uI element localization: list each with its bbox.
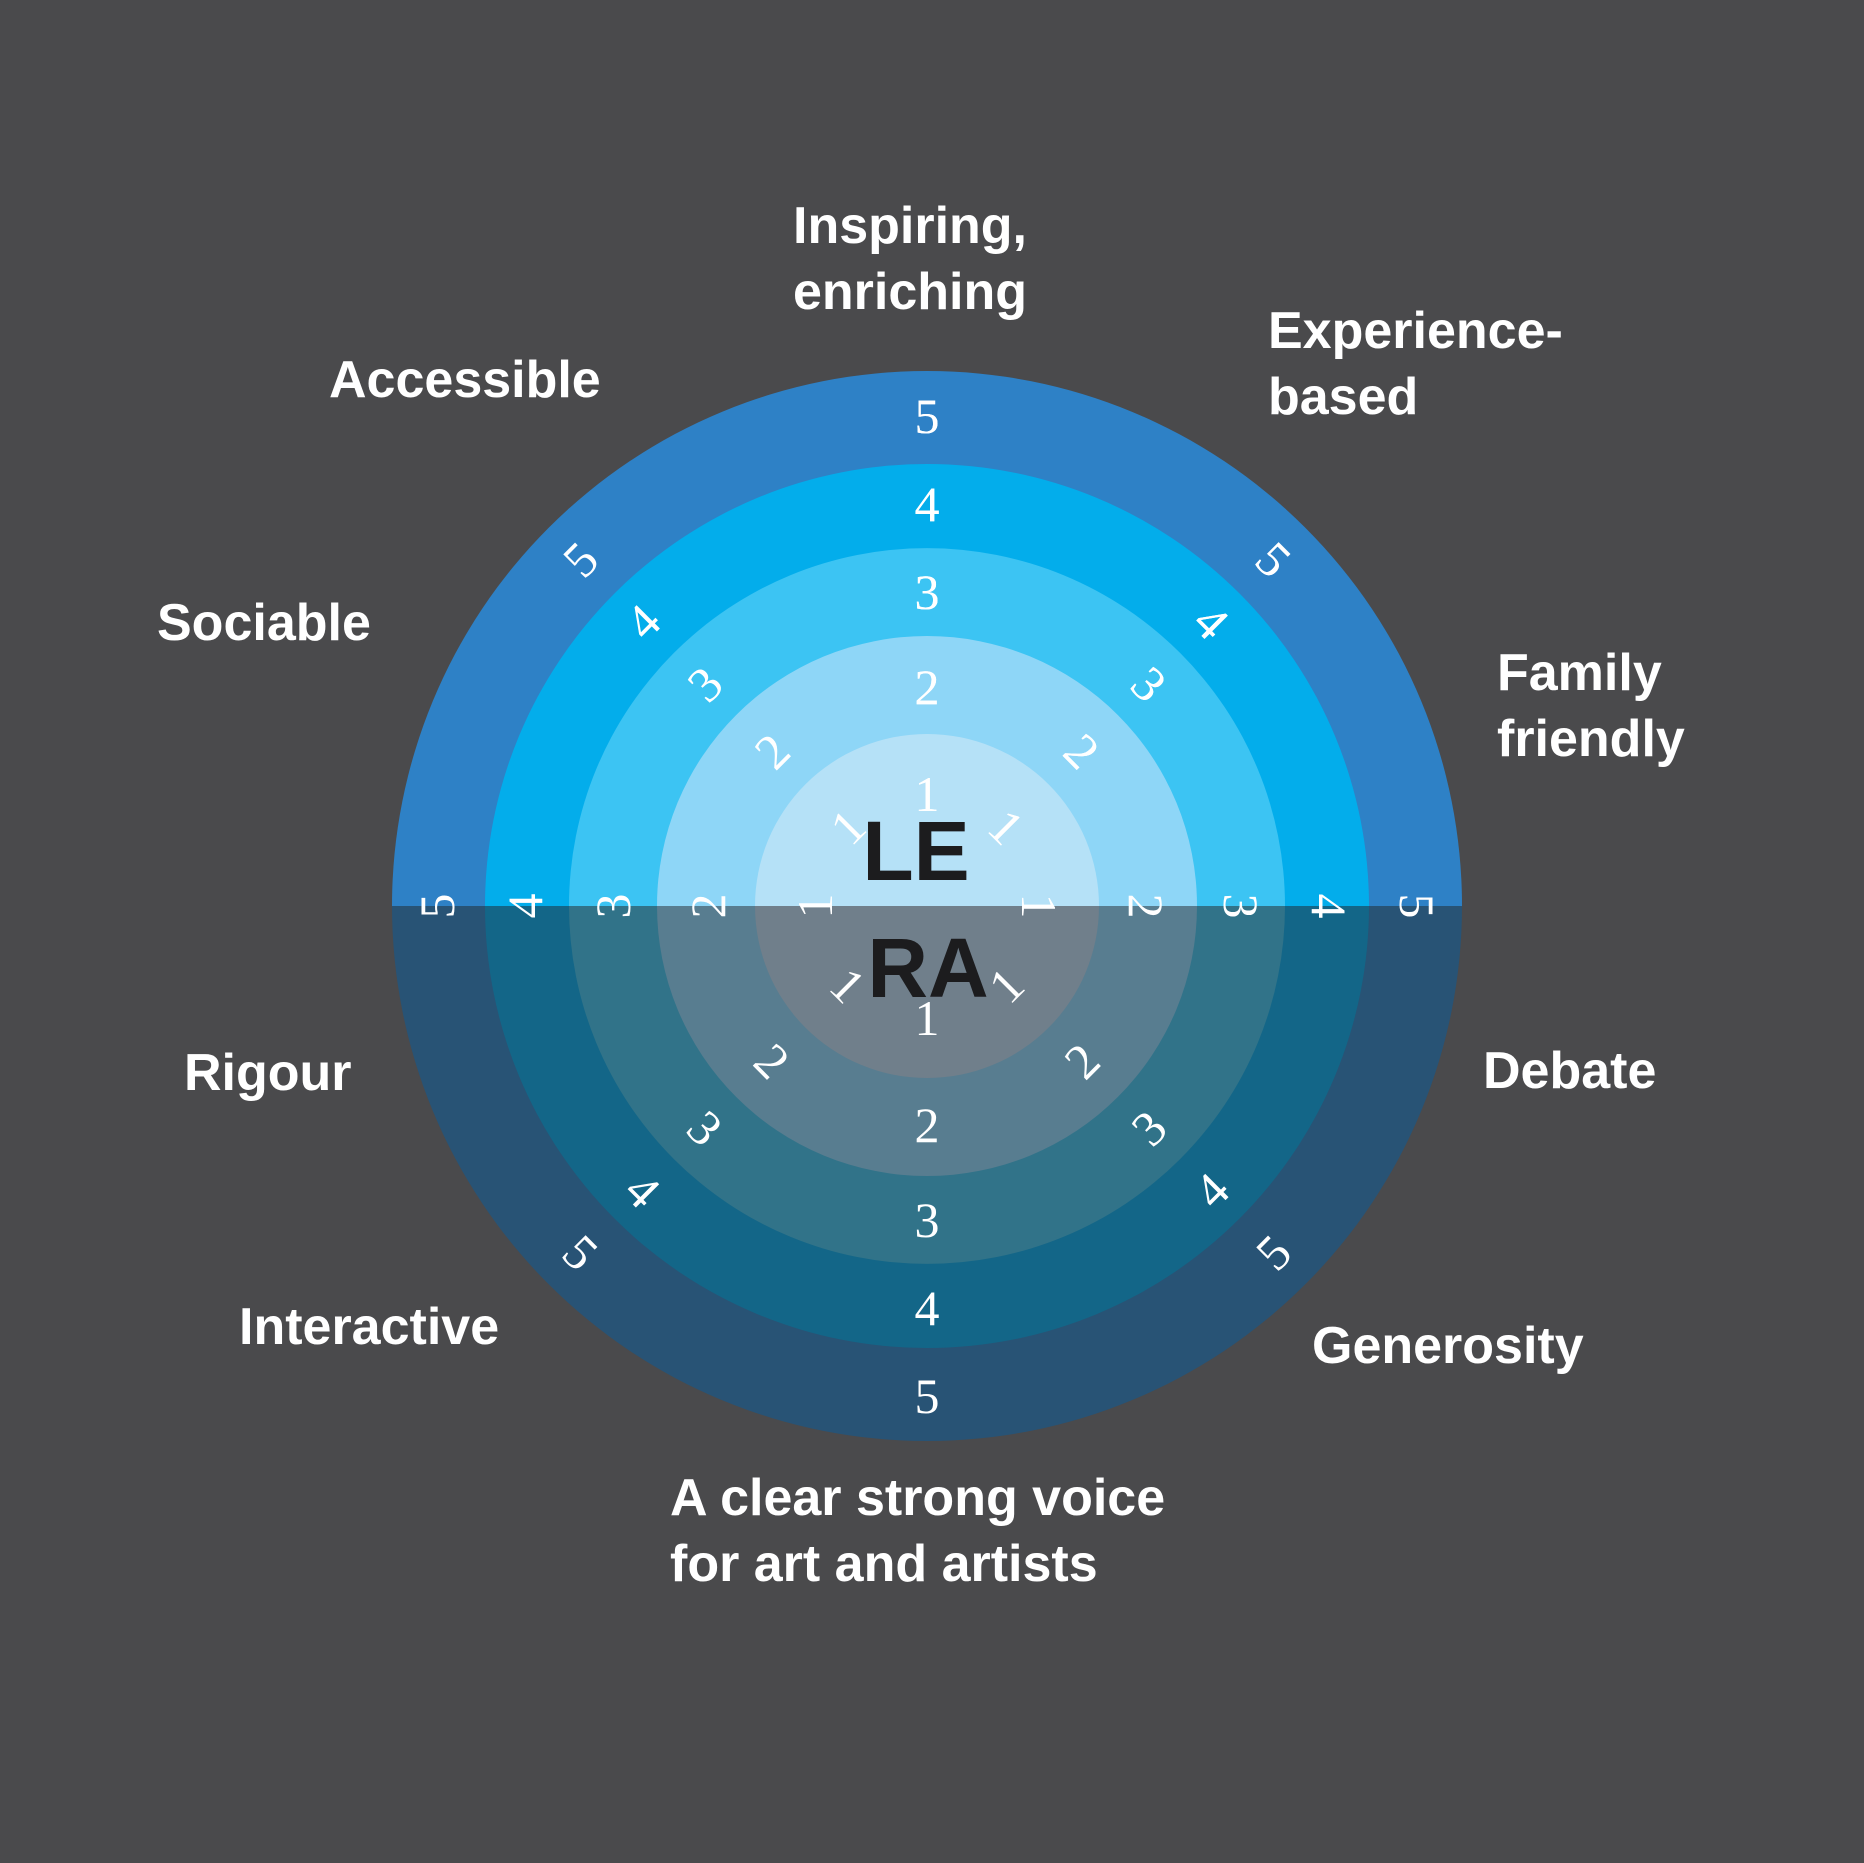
ring-number-4: 4 xyxy=(915,476,940,532)
label-line: A clear strong voice xyxy=(670,1469,1166,1527)
label-line: for art and artists xyxy=(670,1535,1098,1593)
label-line: Accessible xyxy=(329,351,601,409)
ring-number-4: 4 xyxy=(1301,894,1357,919)
ring-number-2: 2 xyxy=(680,894,736,919)
ring-number-1: 1 xyxy=(1011,894,1067,919)
ring-number-5: 5 xyxy=(409,894,465,919)
label-line: Sociable xyxy=(157,594,371,652)
ring-bottom-level-1 xyxy=(755,906,1099,1078)
ring-number-5: 5 xyxy=(1389,894,1445,919)
ring-number-3: 3 xyxy=(915,1192,940,1248)
ring-number-5: 5 xyxy=(915,388,940,444)
ring-number-5: 5 xyxy=(915,388,940,444)
label-interactive: Interactive xyxy=(239,1294,499,1360)
label-family-friendly: Family friendly xyxy=(1497,640,1685,772)
label-clear-strong-voice: A clear strong voice for art and artists xyxy=(670,1465,1165,1597)
ring-number-2: 2 xyxy=(915,659,940,715)
label-line: enriching xyxy=(793,263,1028,321)
ring-number-5: 5 xyxy=(915,1368,940,1424)
ring-number-3: 3 xyxy=(915,564,940,620)
rings-group xyxy=(392,371,1462,1441)
label-generosity: Generosity xyxy=(1312,1313,1584,1379)
ring-number-3: 3 xyxy=(915,564,940,620)
ring-number-4: 4 xyxy=(915,1280,940,1336)
ring-number-1: 1 xyxy=(787,894,843,919)
ring-number-4: 4 xyxy=(915,476,940,532)
label-line: Debate xyxy=(1483,1042,1657,1100)
ring-number-1: 1 xyxy=(915,990,940,1046)
ring-number-1: 1 xyxy=(915,766,940,822)
label-line: Experience- xyxy=(1268,302,1563,360)
label-line: Rigour xyxy=(184,1044,352,1102)
ring-number-2: 2 xyxy=(1118,894,1174,919)
ring-number-2: 2 xyxy=(915,1097,940,1153)
label-accessible: Accessible xyxy=(329,347,601,413)
ring-number-2: 2 xyxy=(915,659,940,715)
center-label-bottom: RA xyxy=(867,921,988,1015)
ring-number-1: 1 xyxy=(915,766,940,822)
ring-top-level-1 xyxy=(755,734,1099,906)
label-sociable: Sociable xyxy=(157,590,371,656)
label-line: Inspiring, xyxy=(793,197,1027,255)
label-rigour: Rigour xyxy=(184,1040,352,1106)
ring-number-3: 3 xyxy=(585,894,641,919)
label-debate: Debate xyxy=(1483,1038,1656,1104)
label-inspiring-enriching: Inspiring, enriching xyxy=(793,193,1027,325)
center-label-top: LE xyxy=(862,804,969,898)
label-line: based xyxy=(1268,368,1419,426)
label-line: friendly xyxy=(1497,710,1685,768)
label-experience-based: Experience- based xyxy=(1268,298,1563,430)
ring-number-4: 4 xyxy=(497,894,553,919)
ring-number-3: 3 xyxy=(1213,894,1269,919)
label-line: Generosity xyxy=(1312,1317,1584,1375)
label-line: Family xyxy=(1497,644,1662,702)
label-line: Interactive xyxy=(239,1298,500,1356)
